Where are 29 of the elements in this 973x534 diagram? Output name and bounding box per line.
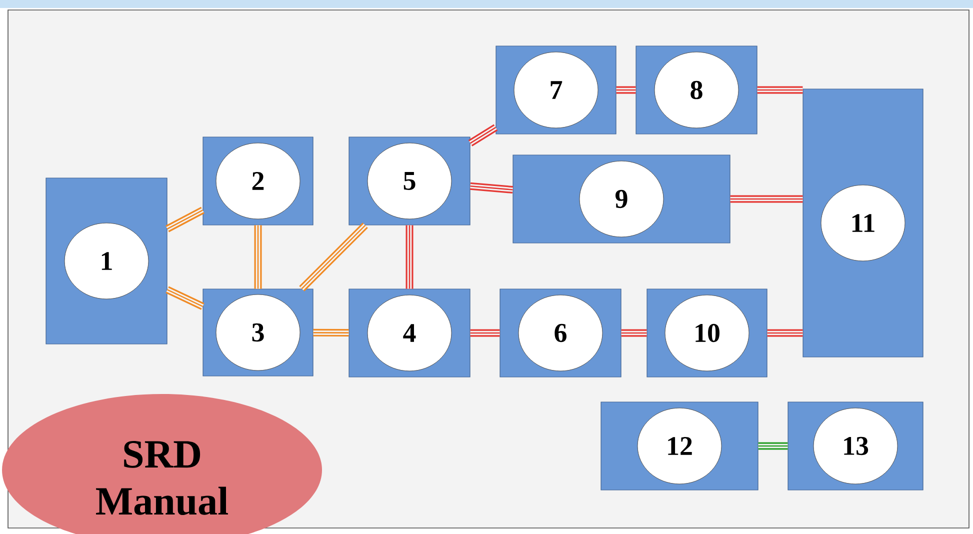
triple-line-connector [468, 124, 498, 146]
triple-line-connector [166, 206, 204, 232]
triple-line-connector [730, 195, 803, 203]
triple-line-connector [166, 286, 204, 310]
numbered-box: 2 [202, 136, 314, 226]
numbered-box: 1 [46, 178, 168, 344]
triple-line-connector [758, 442, 788, 450]
triple-line-connector [313, 328, 349, 337]
triple-line-connector [470, 182, 514, 194]
triple-line-connector [406, 225, 414, 289]
numbered-box: 3 [202, 288, 314, 376]
numbered-box: 13 [788, 402, 924, 490]
numbered-box: 9 [512, 154, 730, 244]
numbered-box: 4 [348, 288, 470, 378]
numbered-box: 6 [500, 288, 622, 378]
triple-line-connector [470, 329, 500, 337]
triple-line-connector [299, 222, 368, 292]
triple-line-connector [254, 225, 262, 289]
numbered-box: 8 [636, 46, 758, 134]
numbered-box: 12 [600, 402, 758, 490]
title-text: SRD Manual [96, 441, 228, 515]
numbered-box: 10 [646, 288, 768, 378]
triple-line-connector [757, 86, 803, 94]
numbered-box: 11 [802, 88, 924, 358]
triple-line-connector [621, 329, 647, 337]
triple-line-connector [767, 329, 803, 337]
numbered-box: 7 [496, 46, 616, 134]
triple-line-connector [616, 86, 636, 94]
numbered-box: 5 [348, 136, 470, 226]
